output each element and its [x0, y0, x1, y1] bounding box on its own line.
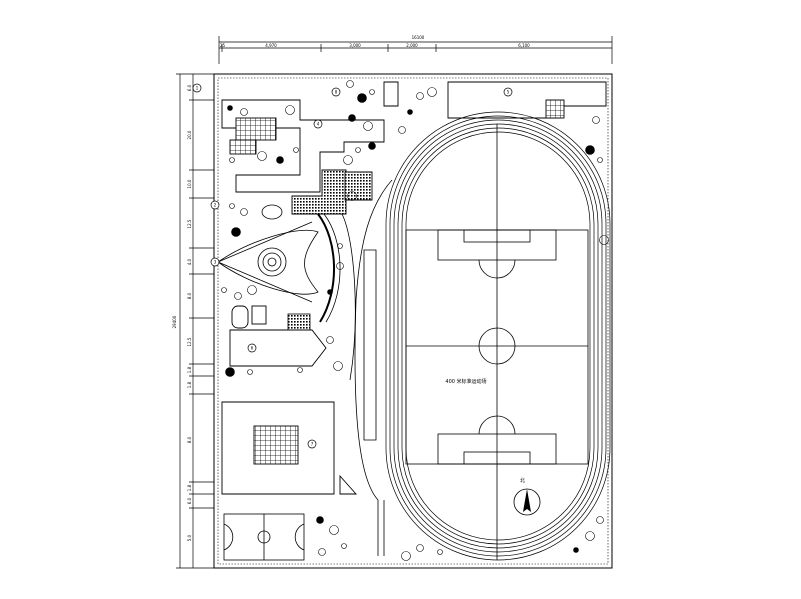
tree-symbol: [355, 147, 361, 153]
svg-text:5: 5: [507, 90, 510, 95]
left-dim-labels: 6.0 20.0 10.0 12.5 4.0 8.0 12.5 1.8 1.8 …: [187, 84, 192, 541]
top-dimension: [218, 36, 613, 64]
left-dim-8: 1.8: [187, 366, 192, 373]
tree-symbol: [229, 203, 235, 209]
teaching-building: [221, 81, 607, 215]
left-dim-12: 6.0: [187, 497, 192, 504]
top-dim-4: 2,000: [406, 43, 418, 48]
tree-symbol: [348, 114, 356, 122]
football-field: [405, 124, 589, 560]
tree-symbol: [257, 151, 267, 161]
tree-symbol: [337, 243, 343, 249]
tree-symbol: [573, 547, 579, 553]
top-dim-1: 25: [220, 43, 226, 48]
tree-symbol: [234, 292, 242, 300]
index-markers: [192, 83, 513, 449]
tree-symbol: [247, 285, 257, 295]
tree-symbol: [333, 361, 343, 371]
tree-symbol: [347, 191, 357, 201]
site-paths: [341, 179, 393, 556]
tree-symbol: [363, 121, 373, 131]
tree-symbol: [227, 105, 233, 111]
central-plaza: [217, 204, 341, 331]
tree-symbol: [247, 369, 253, 375]
svg-text:1: 1: [196, 86, 199, 91]
left-dim-13: 5.0: [187, 534, 192, 541]
tree-symbol: [336, 262, 344, 270]
site-boundary: [213, 73, 613, 569]
tree-symbol: [229, 157, 235, 163]
svg-text:7: 7: [311, 442, 314, 447]
north-label: 北: [520, 477, 525, 484]
tree-symbol: [285, 105, 295, 115]
tree-symbol: [240, 108, 248, 116]
svg-text:4: 4: [317, 122, 320, 127]
svg-text:6: 6: [251, 346, 254, 351]
left-dim-2: 20.0: [187, 130, 192, 139]
tree-symbol: [329, 525, 339, 535]
left-dim-11: 1.8: [187, 484, 192, 491]
top-dim-5: 6,100: [518, 43, 530, 48]
tree-symbol: [585, 531, 595, 541]
tree-symbol: [231, 227, 241, 237]
tree-symbol: [407, 109, 413, 115]
site-hedge: [217, 77, 609, 565]
field-label: 400 米标准运动场: [445, 378, 486, 385]
basketball-court: [223, 513, 305, 561]
svg-text:2: 2: [214, 203, 217, 208]
tree-symbol: [597, 157, 603, 163]
running-track: [385, 111, 611, 561]
tree-symbol: [326, 336, 334, 344]
tree-symbol: [596, 516, 604, 524]
tree-symbol: [221, 287, 227, 293]
vegetation: [221, 80, 609, 561]
gymnasium: [221, 401, 358, 495]
svg-text:8: 8: [335, 90, 338, 95]
tree-symbol: [357, 93, 367, 103]
tree-symbol: [225, 367, 235, 377]
tree-symbol: [318, 548, 326, 556]
tree-symbol: [297, 367, 303, 373]
left-dim-4: 12.5: [187, 219, 192, 228]
tree-symbol: [293, 147, 299, 153]
total-width-label: 16100: [412, 35, 425, 40]
north-arrow: 北: [513, 477, 541, 516]
tree-symbol: [427, 87, 437, 97]
svg-text:3: 3: [214, 260, 217, 265]
tree-symbol: [398, 126, 406, 134]
tree-symbol: [341, 543, 347, 549]
left-dimension: [176, 73, 214, 569]
tree-symbol: [316, 516, 324, 524]
left-dim-1: 6.0: [187, 84, 192, 91]
tree-symbol: [327, 289, 333, 295]
tree-symbol: [343, 155, 353, 165]
tree-symbol: [369, 89, 375, 95]
tree-symbol: [416, 92, 424, 100]
tree-symbol: [346, 80, 354, 88]
left-dim-5: 4.0: [187, 258, 192, 265]
top-dim-2: 4,970: [265, 43, 277, 48]
admin-building: [229, 305, 327, 367]
left-dim-10: 8.0: [187, 436, 192, 443]
left-dim-3: 10.0: [187, 179, 192, 188]
index-marker-labels: 1 2 3 4 5 6 7 8: [196, 86, 510, 447]
top-dim-3: 3,000: [349, 43, 361, 48]
tree-symbol: [416, 544, 424, 552]
total-height-label: 29400: [172, 315, 177, 328]
tree-symbol: [437, 549, 443, 555]
tree-symbol: [276, 156, 284, 164]
tree-symbol: [368, 142, 376, 150]
left-dim-7: 12.5: [187, 337, 192, 346]
tree-symbol: [401, 551, 411, 561]
left-dim-9: 1.8: [187, 381, 192, 388]
tree-symbol: [240, 208, 248, 216]
left-dim-6: 8.0: [187, 292, 192, 299]
tree-symbol: [585, 145, 595, 155]
tree-symbol: [592, 116, 600, 124]
tree-symbol: [599, 235, 609, 245]
